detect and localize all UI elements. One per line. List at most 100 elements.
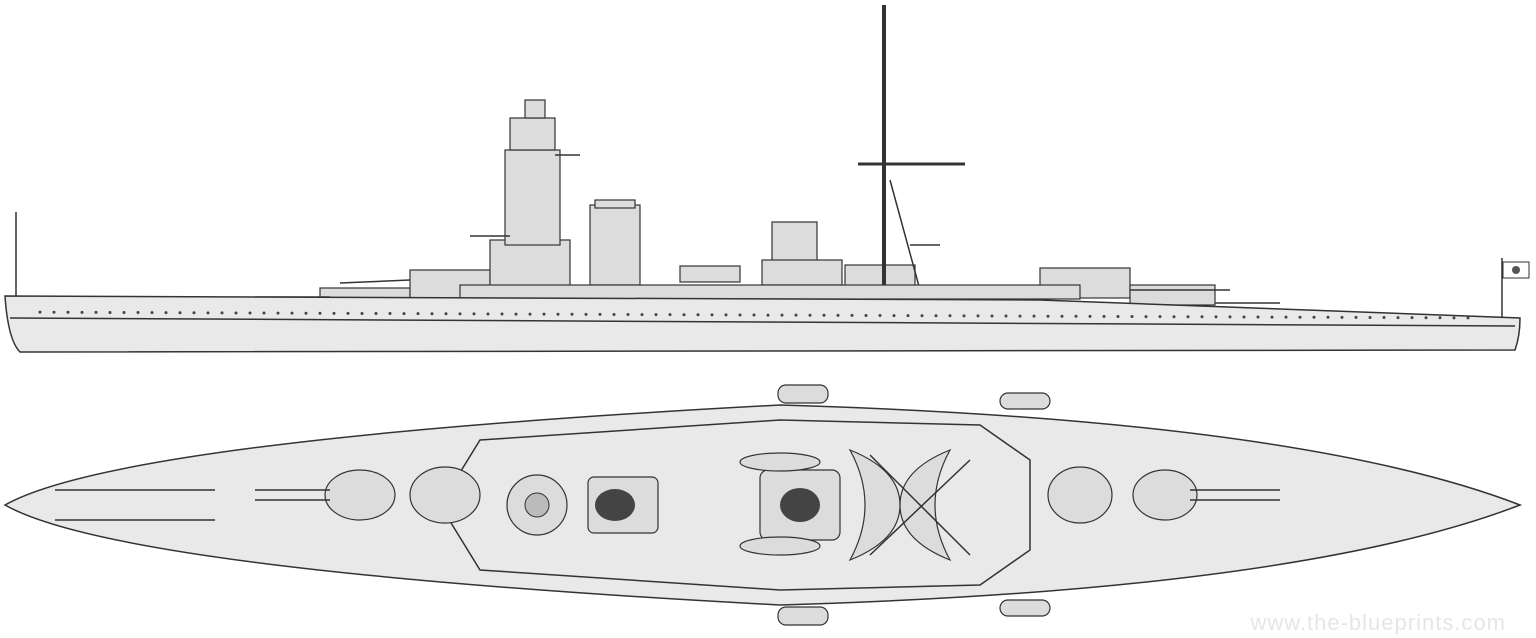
porthole bbox=[710, 313, 714, 317]
top-plan-view bbox=[3, 384, 1523, 626]
porthole bbox=[1102, 314, 1106, 318]
porthole bbox=[290, 311, 294, 315]
fire-control-top bbox=[509, 117, 556, 151]
boat bbox=[739, 452, 821, 472]
porthole bbox=[416, 312, 420, 316]
porthole bbox=[94, 310, 98, 314]
porthole bbox=[920, 314, 924, 318]
porthole bbox=[444, 312, 448, 316]
porthole bbox=[906, 314, 910, 318]
porthole bbox=[1214, 315, 1218, 319]
porthole bbox=[626, 313, 630, 317]
porthole bbox=[1200, 315, 1204, 319]
porthole bbox=[1032, 314, 1036, 318]
porthole bbox=[780, 313, 784, 317]
porthole bbox=[808, 313, 812, 317]
gun-barrel bbox=[339, 279, 411, 284]
porthole bbox=[514, 312, 518, 316]
turret-x bbox=[409, 466, 481, 524]
porthole bbox=[1088, 314, 1092, 318]
porthole bbox=[472, 312, 476, 316]
porthole bbox=[612, 312, 616, 316]
porthole bbox=[332, 311, 336, 315]
portholes bbox=[38, 310, 1470, 320]
porthole bbox=[696, 313, 700, 317]
porthole bbox=[542, 312, 546, 316]
porthole bbox=[892, 314, 896, 318]
porthole bbox=[1466, 316, 1470, 320]
porthole bbox=[598, 312, 602, 316]
porthole bbox=[934, 314, 938, 318]
porthole bbox=[248, 311, 252, 315]
forward-funnel bbox=[589, 204, 641, 286]
porthole bbox=[584, 312, 588, 316]
turret-a bbox=[1132, 469, 1198, 521]
porthole bbox=[1284, 315, 1288, 319]
porthole bbox=[402, 312, 406, 316]
porthole bbox=[1424, 316, 1428, 320]
porthole bbox=[1410, 316, 1414, 320]
porthole bbox=[1396, 316, 1400, 320]
porthole bbox=[150, 311, 154, 315]
porthole bbox=[1130, 315, 1134, 319]
porthole bbox=[640, 313, 644, 317]
porthole bbox=[878, 314, 882, 318]
porthole bbox=[864, 313, 868, 317]
porthole bbox=[52, 310, 56, 314]
derrick bbox=[869, 459, 971, 556]
lifeboat bbox=[777, 606, 829, 626]
upper-deck-house bbox=[459, 284, 1081, 300]
porthole bbox=[122, 310, 126, 314]
porthole bbox=[1074, 314, 1078, 318]
porthole bbox=[682, 313, 686, 317]
porthole bbox=[528, 312, 532, 316]
porthole bbox=[1228, 315, 1232, 319]
porthole bbox=[1438, 316, 1442, 320]
boat bbox=[739, 536, 821, 556]
porthole bbox=[738, 313, 742, 317]
porthole bbox=[234, 311, 238, 315]
porthole bbox=[654, 313, 658, 317]
porthole bbox=[570, 312, 574, 316]
porthole bbox=[1354, 315, 1358, 319]
porthole bbox=[1270, 315, 1274, 319]
porthole bbox=[794, 313, 798, 317]
porthole bbox=[66, 310, 70, 314]
porthole bbox=[346, 311, 350, 315]
porthole bbox=[1004, 314, 1008, 318]
porthole bbox=[1368, 315, 1372, 319]
porthole bbox=[822, 313, 826, 317]
porthole bbox=[304, 311, 308, 315]
porthole bbox=[1312, 315, 1316, 319]
porthole bbox=[500, 312, 504, 316]
catapult bbox=[679, 265, 741, 283]
porthole bbox=[360, 311, 364, 315]
porthole bbox=[836, 313, 840, 317]
porthole bbox=[80, 310, 84, 314]
lifeboat bbox=[777, 384, 829, 404]
porthole bbox=[948, 314, 952, 318]
porthole bbox=[1046, 314, 1050, 318]
porthole bbox=[1186, 315, 1190, 319]
porthole bbox=[458, 312, 462, 316]
superstructure-outline bbox=[439, 419, 1031, 591]
porthole bbox=[1340, 315, 1344, 319]
porthole bbox=[262, 311, 266, 315]
porthole bbox=[1116, 314, 1120, 318]
porthole bbox=[752, 313, 756, 317]
porthole bbox=[1256, 315, 1260, 319]
turret-b bbox=[1047, 466, 1113, 524]
porthole bbox=[318, 311, 322, 315]
porthole bbox=[962, 314, 966, 318]
hull-side bbox=[4, 295, 1521, 353]
porthole bbox=[192, 311, 196, 315]
porthole bbox=[1060, 314, 1064, 318]
porthole bbox=[206, 311, 210, 315]
porthole bbox=[164, 311, 168, 315]
porthole bbox=[486, 312, 490, 316]
porthole bbox=[38, 310, 42, 314]
porthole bbox=[724, 313, 728, 317]
flag-emblem bbox=[1512, 266, 1520, 274]
porthole bbox=[1144, 315, 1148, 319]
